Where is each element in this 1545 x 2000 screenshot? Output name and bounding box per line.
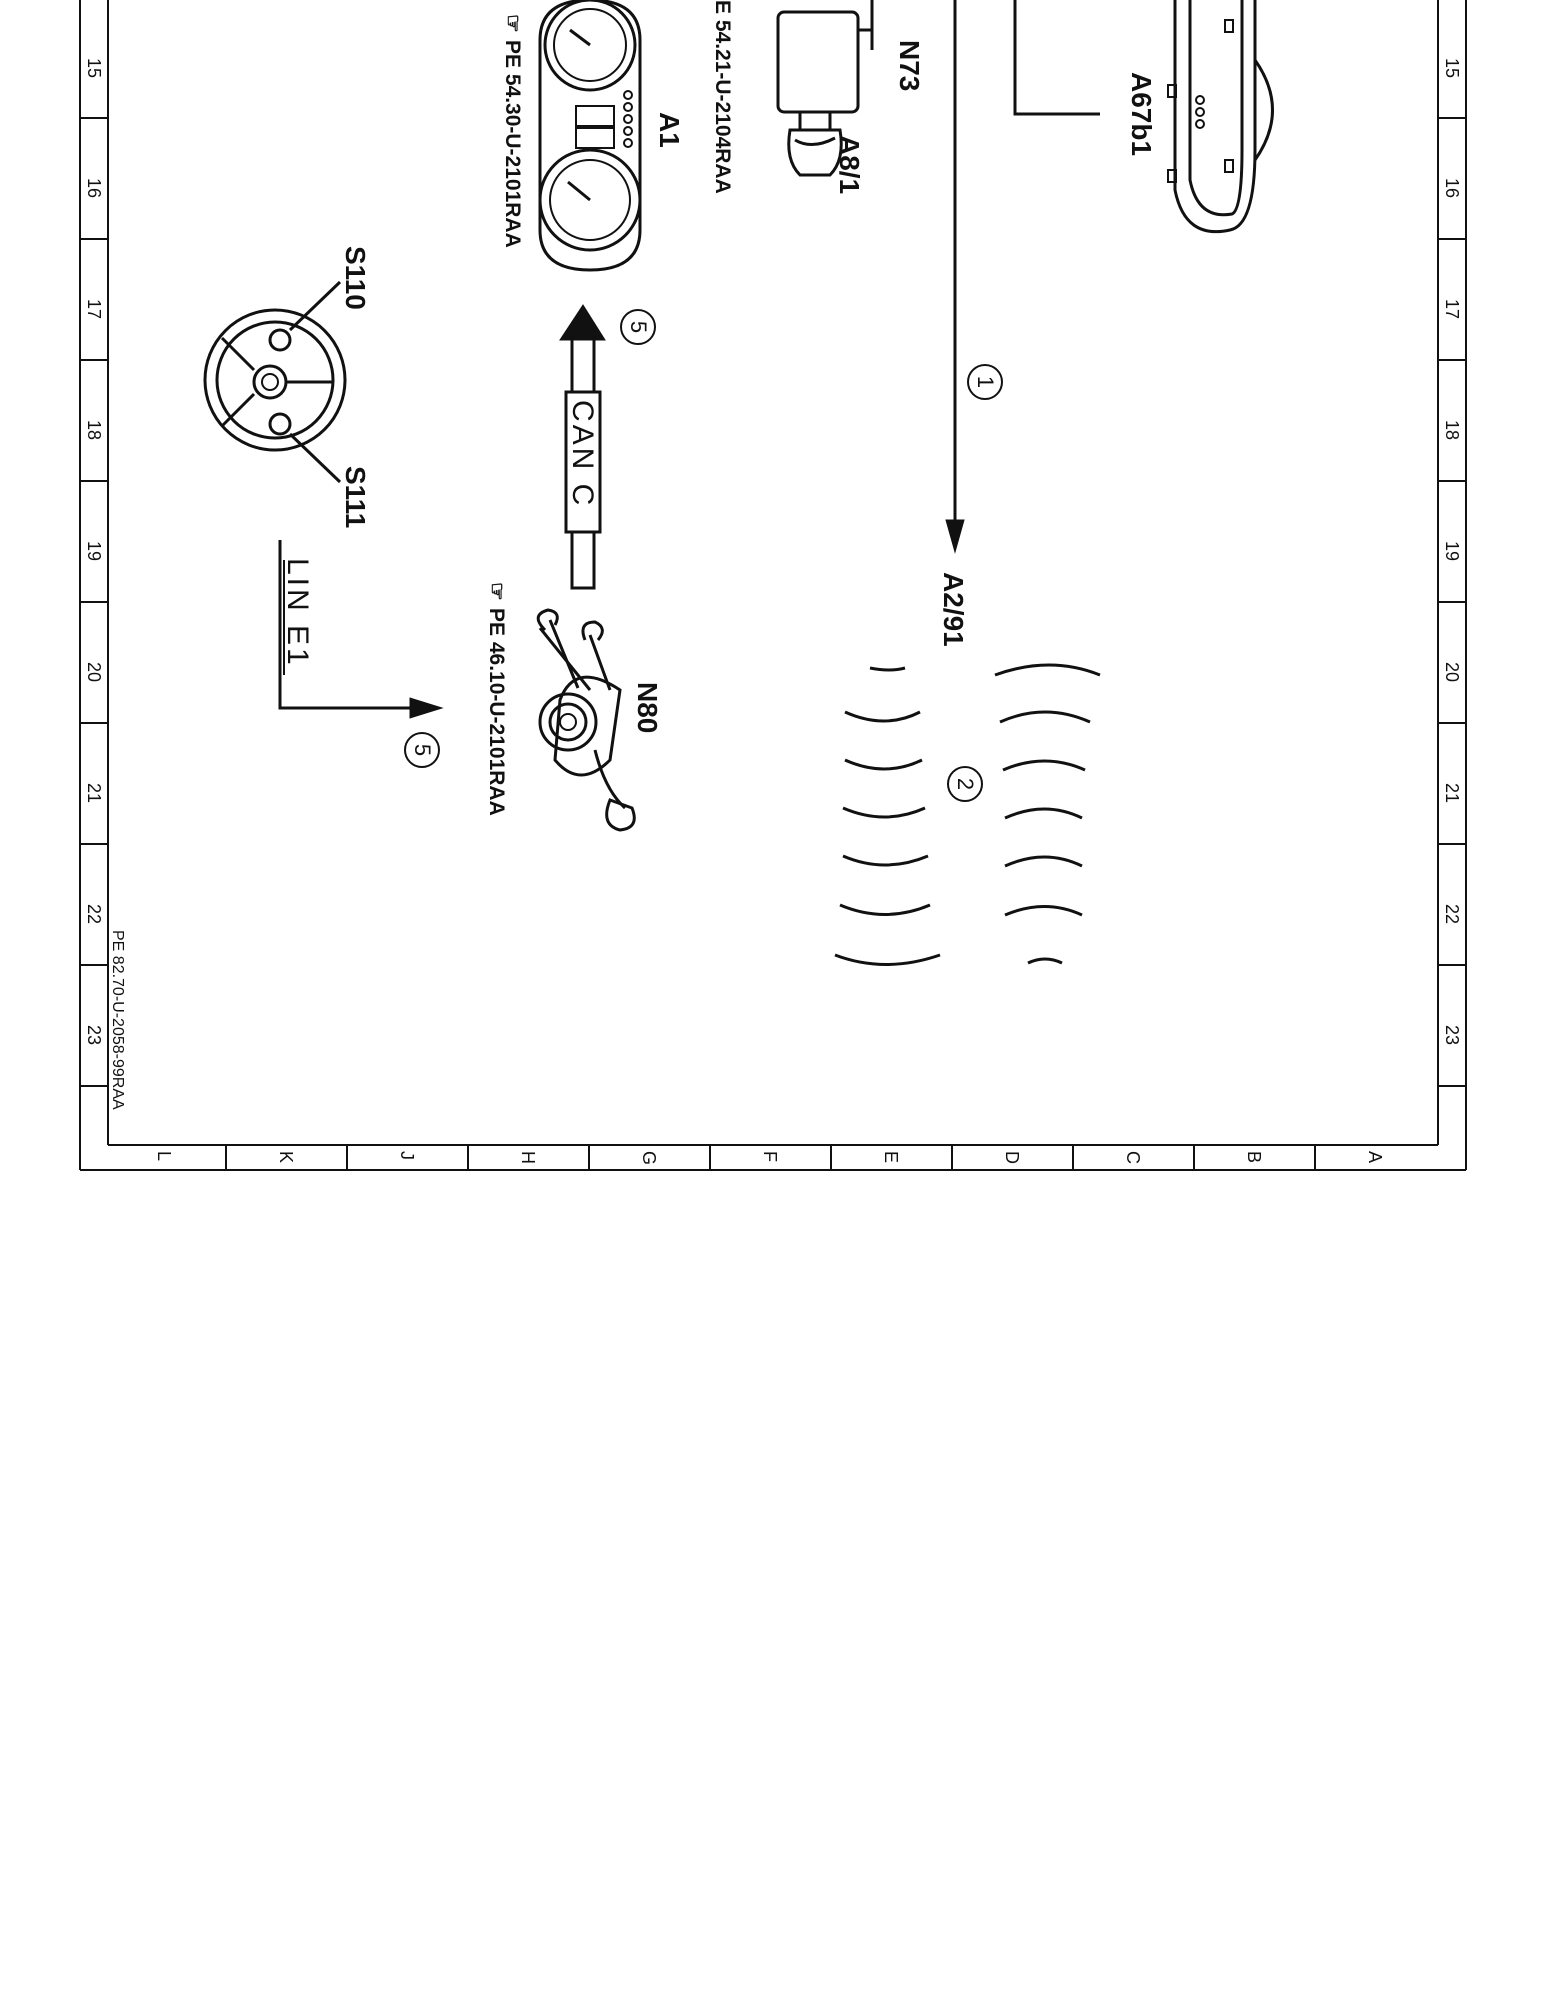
lin-bus-line xyxy=(278,540,410,710)
col-label: 16 xyxy=(84,178,104,198)
col-label: 15 xyxy=(84,58,104,78)
column-labels-left: 15 16 17 18 19 20 21 22 23 xyxy=(84,58,104,1045)
row-label: H xyxy=(518,1151,538,1164)
col-label: 23 xyxy=(84,1025,104,1045)
callout-circle xyxy=(404,732,440,768)
col-label: 20 xyxy=(1442,662,1462,682)
rear-mirror-icon xyxy=(1167,0,1274,234)
col-label: 22 xyxy=(84,904,104,924)
row-label: G xyxy=(639,1151,659,1165)
row-labels: L K J H G F E D C B A xyxy=(154,1151,1385,1165)
can-bus-label: CAN C xyxy=(566,400,599,508)
s110-leader-line xyxy=(288,280,342,332)
cluster-ref: PE 54.30-U-2101RAA xyxy=(501,40,524,248)
ignition-module-icon xyxy=(776,0,874,177)
steering-left-button-label: S110 xyxy=(340,246,371,310)
row-label: C xyxy=(1123,1151,1143,1164)
steering-column-module-icon xyxy=(536,608,636,832)
ignition-switch-label: A8/1 xyxy=(834,135,865,194)
col-label: 21 xyxy=(84,783,104,803)
callout-circle xyxy=(967,364,1003,400)
row-label: E xyxy=(881,1151,901,1163)
col-label: 21 xyxy=(1442,783,1462,803)
radar-sensor-label: A2/91 xyxy=(938,572,969,647)
can-arrow-head xyxy=(559,304,606,341)
row-ticks xyxy=(225,1145,1316,1170)
col-label: 17 xyxy=(1442,299,1462,319)
row-label: F xyxy=(760,1151,780,1162)
column-ticks xyxy=(80,117,1466,1087)
lin-bus-label: LIN E1 xyxy=(281,558,314,668)
col-label: 16 xyxy=(1442,178,1462,198)
row-label: D xyxy=(1002,1151,1022,1164)
callout-radar-waves: 2 xyxy=(953,778,978,790)
callout-signal-line: 1 xyxy=(973,376,998,388)
rear-mirror-label: A67b1 xyxy=(1126,72,1157,156)
radar-waves-icon xyxy=(834,663,1101,966)
row-label: L xyxy=(154,1151,174,1161)
instrument-cluster-icon xyxy=(538,0,642,272)
instrument-cluster-label: A1 xyxy=(654,112,685,148)
nav-module-label: N73 xyxy=(894,40,925,91)
row-label: J xyxy=(397,1151,417,1160)
s111-leader-line xyxy=(288,432,342,484)
col-label: 20 xyxy=(84,662,104,682)
column-module-ref-icon: ☞ xyxy=(485,582,508,601)
callout-circle xyxy=(620,309,656,345)
can-bus-label-box xyxy=(564,390,602,534)
callout-lin-target: 5 xyxy=(410,744,435,756)
lin-arrow-head xyxy=(409,697,444,719)
row-label: B xyxy=(1244,1151,1264,1163)
mirror-connection-line xyxy=(1013,0,1100,116)
col-label: 19 xyxy=(84,541,104,561)
nav-module-ref: E 54.21-U-2104RAA xyxy=(711,0,734,194)
document-id: PE 82.70-U-2058-99RAA xyxy=(109,930,126,1110)
callout-circle xyxy=(947,766,983,802)
steering-column-module-label: N80 xyxy=(632,682,663,733)
column-labels-right: 15 16 17 18 19 20 21 22 23 xyxy=(1442,58,1462,1045)
column-module-ref: PE 46.10-U-2101RAA xyxy=(485,608,508,816)
callout-can-target: 5 xyxy=(626,321,651,333)
cluster-ref-icon: ☞ xyxy=(501,14,524,33)
row-label: K xyxy=(276,1151,296,1163)
diagram-frame xyxy=(79,0,1467,1171)
steering-wheel-icon xyxy=(203,308,347,452)
col-label: 22 xyxy=(1442,904,1462,924)
col-label: 23 xyxy=(1442,1025,1462,1045)
signal-arrow-head xyxy=(945,519,965,554)
col-label: 18 xyxy=(84,420,104,440)
col-label: 18 xyxy=(1442,420,1462,440)
col-label: 15 xyxy=(1442,58,1462,78)
col-label: 19 xyxy=(1442,541,1462,561)
row-label: A xyxy=(1365,1151,1385,1163)
steering-right-button-label: S111 xyxy=(340,466,371,528)
col-label: 17 xyxy=(84,299,104,319)
